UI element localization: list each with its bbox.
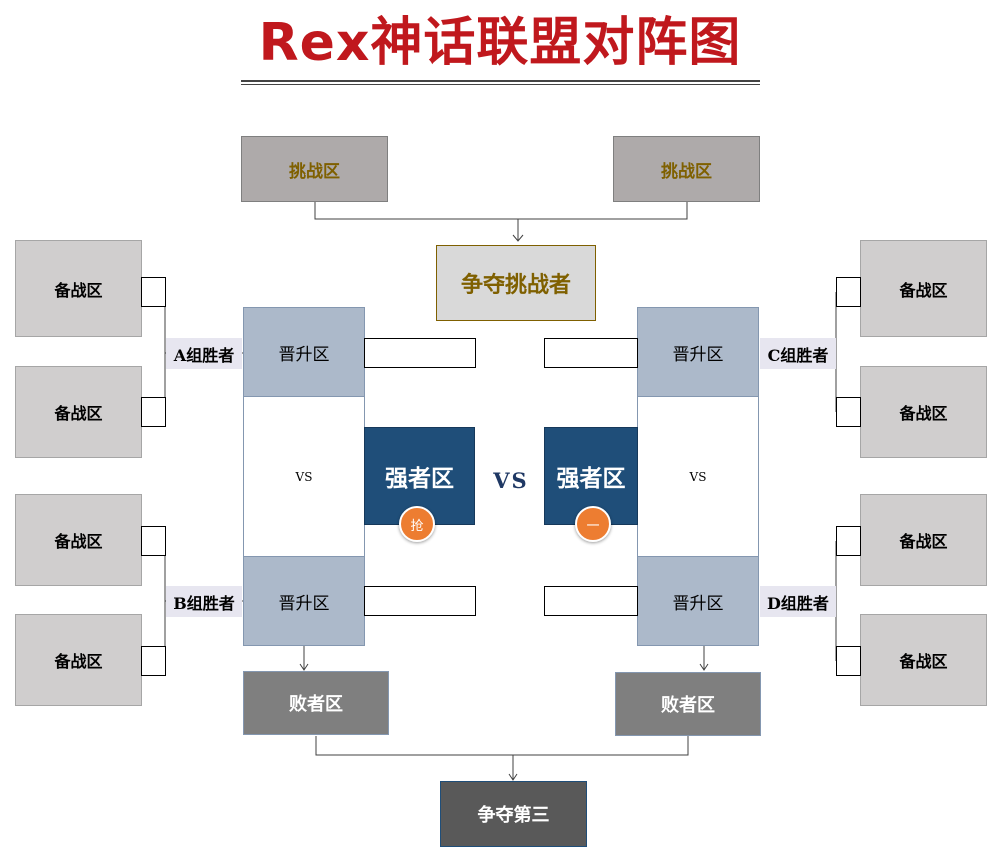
promotion-slot-top-left[interactable] (364, 338, 476, 368)
group-b-winner-label: B组胜者 (166, 586, 242, 617)
promotion-zone-bottom-right: 晋升区 (637, 556, 759, 646)
reserve-slot-c1[interactable] (836, 277, 861, 307)
promotion-slot-top-right[interactable] (544, 338, 638, 368)
reserve-zone-a2: 备战区 (15, 366, 142, 458)
grab-badge-left[interactable]: 抢 (399, 506, 435, 542)
group-d-winner-label: D组胜者 (760, 586, 836, 617)
reserve-slot-a1[interactable] (141, 277, 166, 307)
challenge-zone-left: 挑战区 (241, 136, 388, 202)
reserve-zone-c2: 备战区 (860, 366, 987, 458)
promotion-zone-top-left: 晋升区 (243, 307, 365, 397)
promotion-zone-top-right: 晋升区 (637, 307, 759, 397)
reserve-zone-b1: 备战区 (15, 494, 142, 586)
center-vs-label: VS (493, 468, 529, 493)
loser-zone-left: 败者区 (243, 671, 389, 735)
title-underline (241, 80, 760, 82)
group-a-winner-label: A组胜者 (166, 338, 242, 369)
loser-zone-right: 败者区 (615, 672, 761, 736)
contender-box: 争夺挑战者 (436, 245, 596, 321)
reserve-slot-d2[interactable] (836, 646, 861, 676)
reserve-zone-a1: 备战区 (15, 240, 142, 337)
reserve-slot-b1[interactable] (141, 526, 166, 556)
reserve-zone-d1: 备战区 (860, 494, 987, 586)
promotion-zone-bottom-left: 晋升区 (243, 556, 365, 646)
title-underline-thin (241, 84, 760, 85)
reserve-slot-a2[interactable] (141, 397, 166, 427)
reserve-zone-d2: 备战区 (860, 614, 987, 706)
reserve-zone-c1: 备战区 (860, 240, 987, 337)
group-c-winner-label: C组胜者 (760, 338, 836, 369)
promotion-slot-bottom-right[interactable] (544, 586, 638, 616)
reserve-zone-b2: 备战区 (15, 614, 142, 706)
vs-label-left: VS (243, 397, 365, 557)
third-place-box: 争夺第三 (440, 781, 587, 847)
vs-label-right: VS (637, 397, 759, 557)
grab-badge-right[interactable]: 一 (575, 506, 611, 542)
reserve-slot-b2[interactable] (141, 646, 166, 676)
promotion-slot-bottom-left[interactable] (364, 586, 476, 616)
reserve-slot-c2[interactable] (836, 397, 861, 427)
challenge-zone-right: 挑战区 (613, 136, 760, 202)
reserve-slot-d1[interactable] (836, 526, 861, 556)
page-title: Rex神话联盟对阵图 (258, 13, 742, 73)
